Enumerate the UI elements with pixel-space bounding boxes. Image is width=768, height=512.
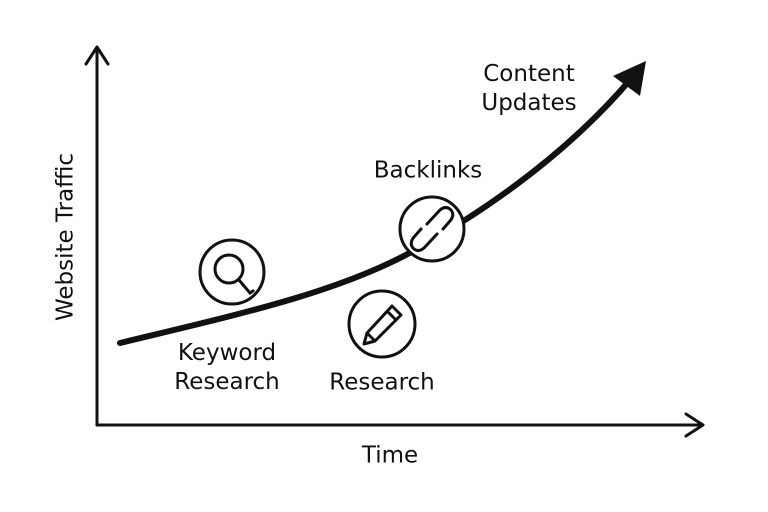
- x-axis: [95, 412, 705, 438]
- y-axis-label: Website Traffic: [52, 152, 79, 322]
- curve-arrowhead: [613, 61, 646, 96]
- pencil-icon: [347, 289, 417, 359]
- label-line: Updates: [481, 90, 577, 116]
- x-axis-label: Time: [361, 442, 419, 469]
- keyword-research-label: Keyword Research: [174, 339, 280, 397]
- label-line: Content: [483, 61, 575, 87]
- y-axis: [84, 45, 110, 427]
- link-icon: [398, 195, 466, 263]
- magnifying-glass-icon: [198, 238, 266, 306]
- backlinks-label: Backlinks: [373, 157, 483, 184]
- label-line: Research: [174, 369, 280, 395]
- research-label: Research: [329, 369, 435, 396]
- content-updates-label: Content Updates: [481, 60, 576, 118]
- label-line: Keyword: [177, 340, 277, 366]
